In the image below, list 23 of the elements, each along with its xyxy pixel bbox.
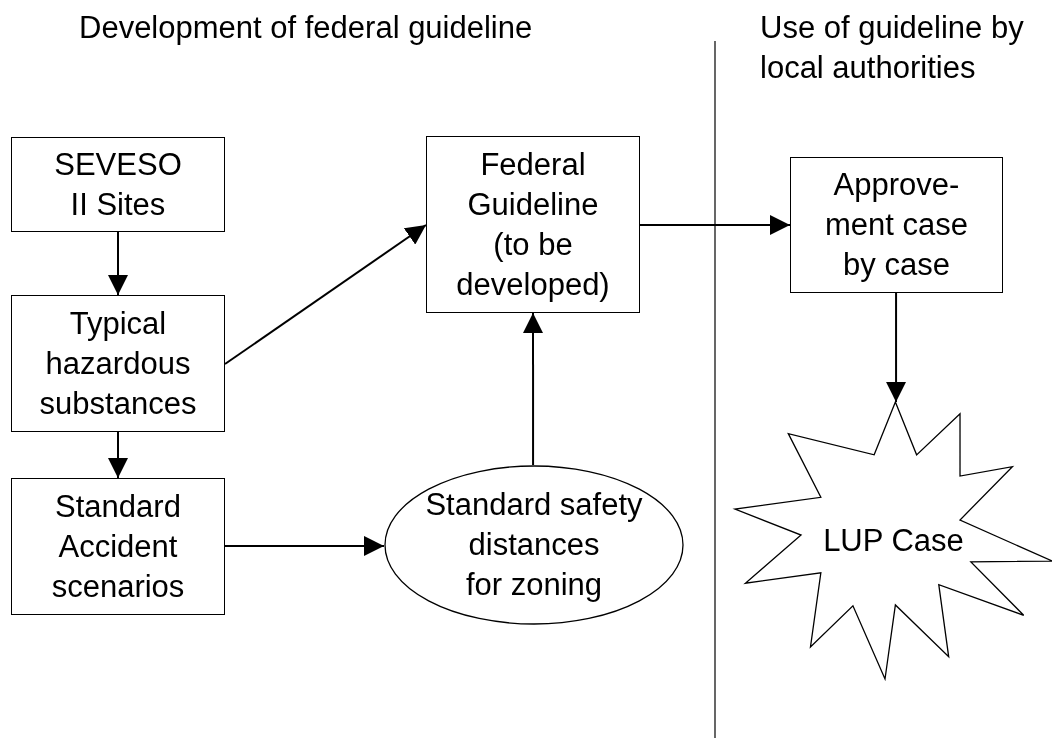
arrow (108, 231, 128, 296)
starburst-shape (735, 402, 1052, 679)
process-box (426, 136, 640, 313)
process-box (11, 137, 225, 232)
node-label: Federal Guideline (to be developed) (455, 145, 611, 304)
section-heading: Use of guideline by local authorities (760, 9, 1025, 87)
process-ellipse (384, 465, 684, 625)
node-label: LUP Case (823, 521, 964, 560)
arrow (108, 431, 128, 479)
arrow (639, 215, 791, 235)
node-label: Standard Accident scenarios (50, 487, 186, 606)
arrow (224, 535, 385, 556)
node-label: Standard safety distances for zoning (424, 486, 644, 604)
arrow (523, 312, 543, 466)
node-label: SEVESO II Sites (53, 145, 183, 224)
arrow (224, 224, 427, 366)
node-label: Approve- ment case by case (824, 166, 969, 284)
process-box (11, 478, 225, 615)
node-label: Typical hazardous substances (38, 304, 198, 423)
arrow (886, 292, 907, 403)
section-heading: Development of federal guideline (79, 9, 534, 47)
process-box (790, 157, 1003, 293)
process-box (11, 295, 225, 432)
